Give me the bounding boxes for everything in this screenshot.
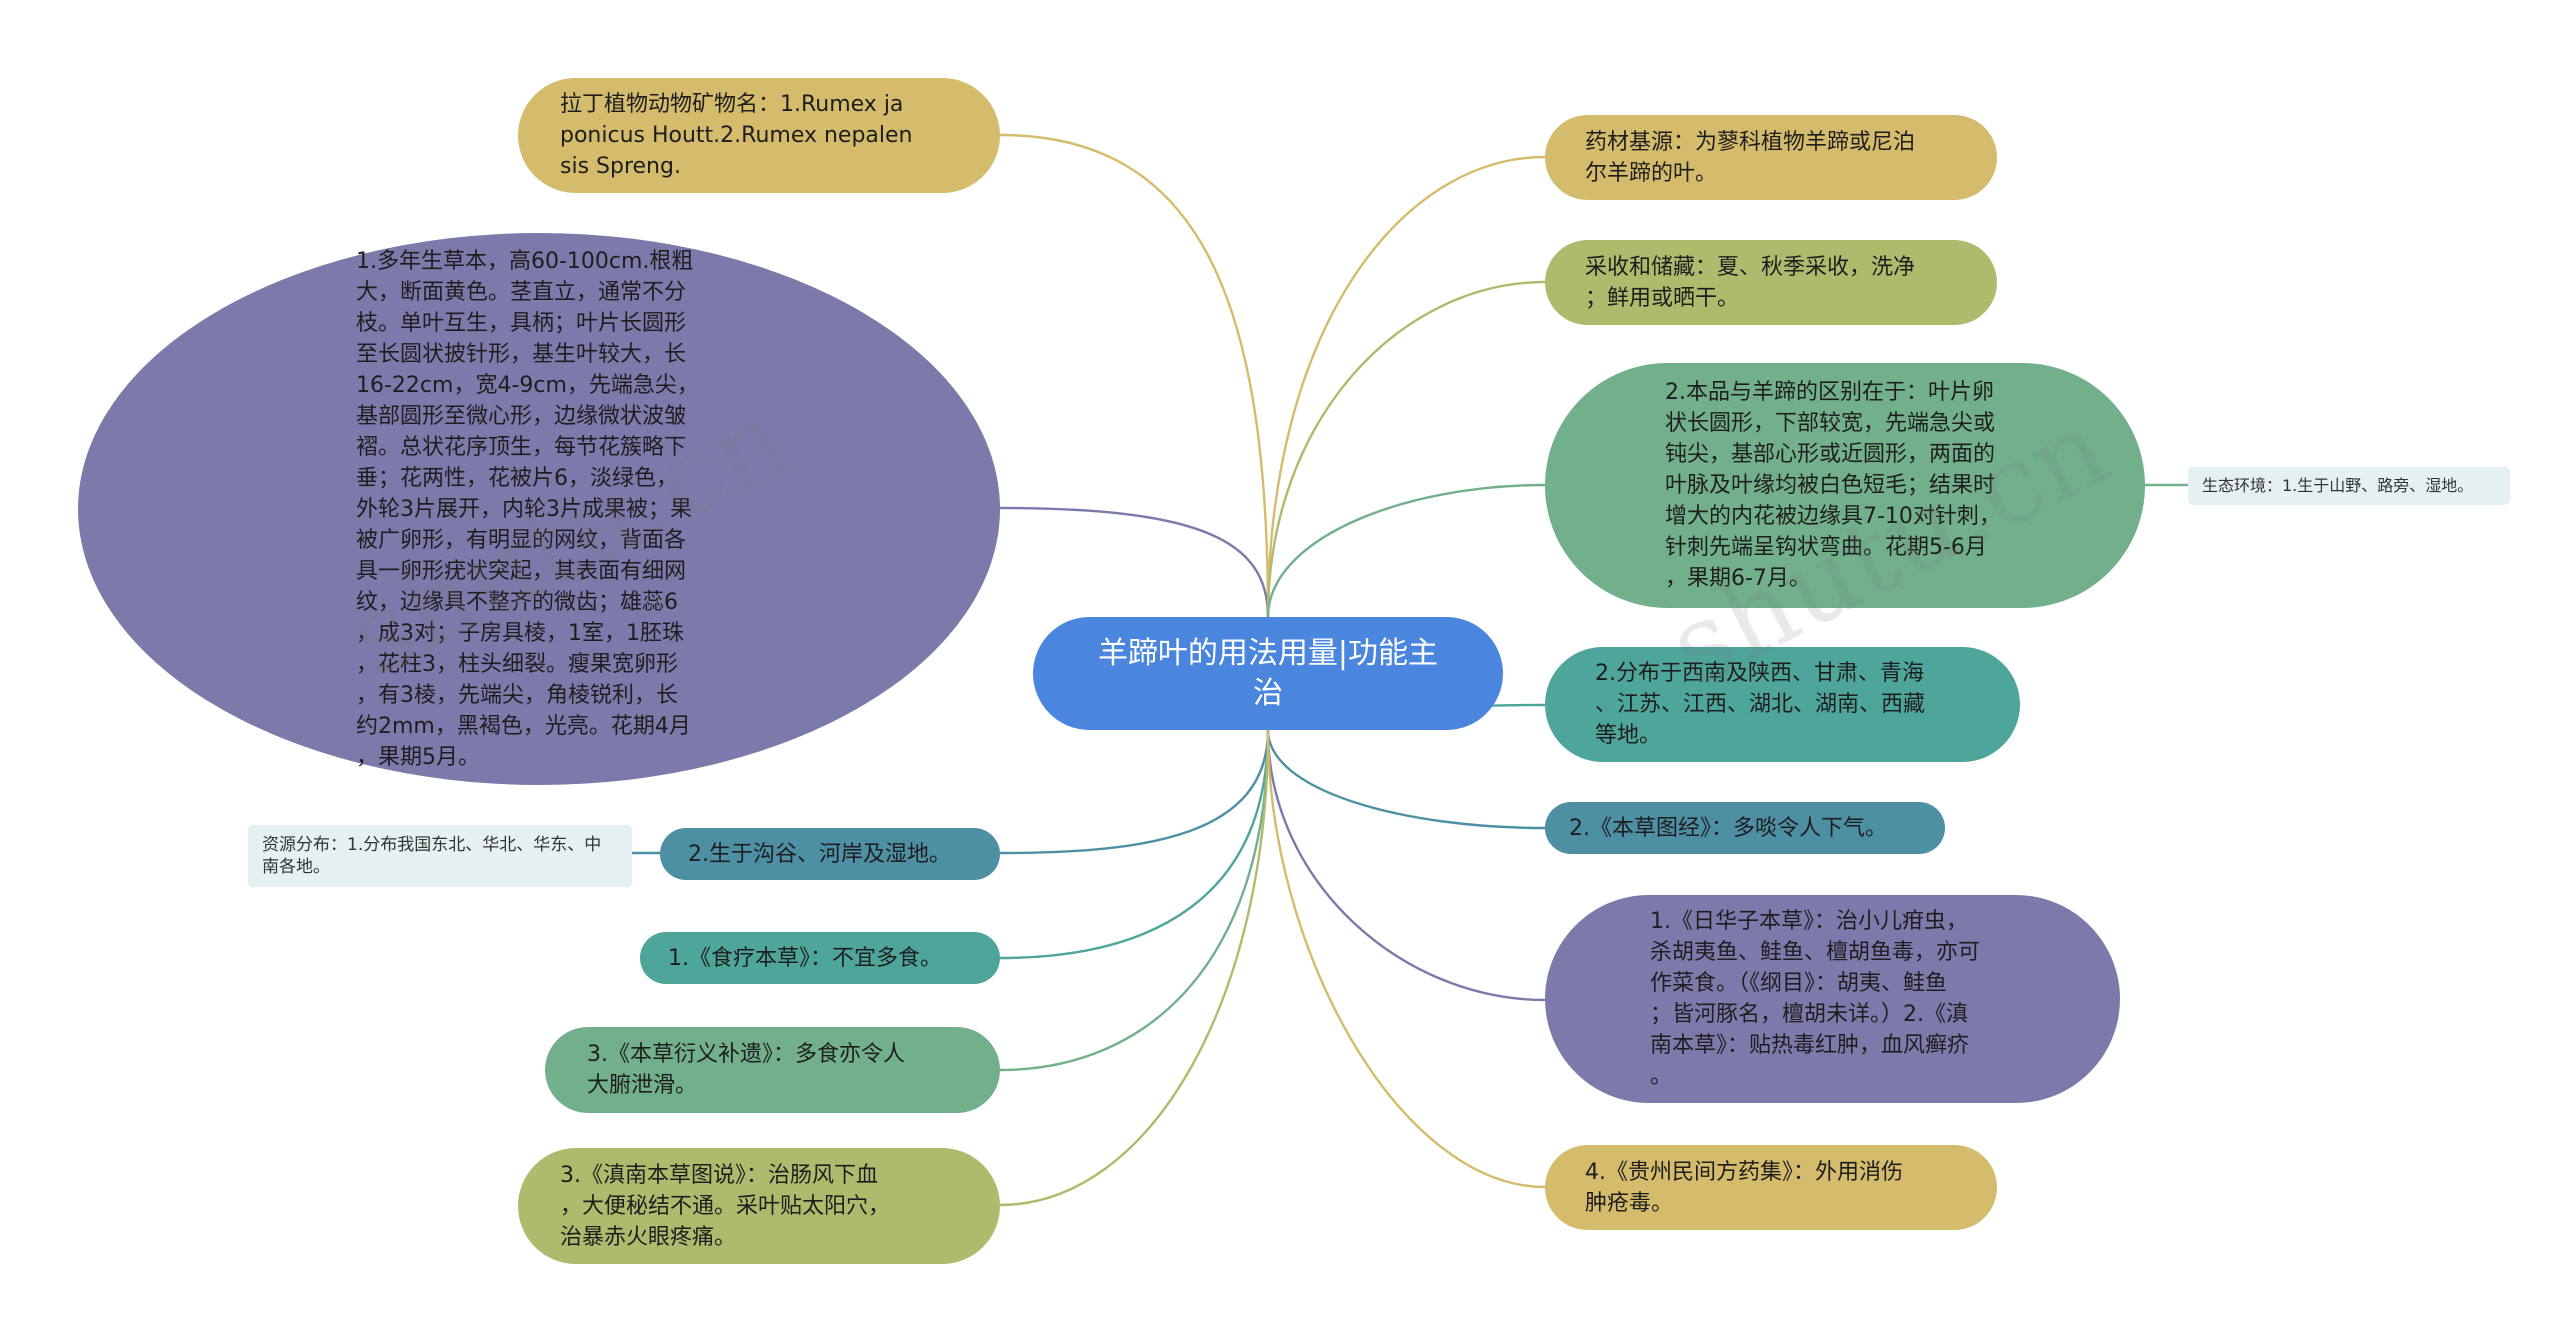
node-difference-text: 2.本品与羊蹄的区别在于：叶片卵 状长圆形，下部较宽，先端急尖或 钝尖，基部心形… xyxy=(1665,380,2001,591)
link-rihuazi xyxy=(1266,729,1546,1002)
node-herb-source[interactable]: 药材基源：为蓼科植物羊蹄或尼泊 尔羊蹄的叶。 xyxy=(1545,115,1997,200)
node-bencao-tujing[interactable]: 2.《本草图经》：多啖令人下气。 xyxy=(1545,802,1945,854)
node-distribution-text: 2.分布于西南及陕西、甘肃、青海 、江苏、江西、湖北、湖南、西藏 等地。 xyxy=(1595,661,1926,748)
central-topic[interactable]: 羊蹄叶的用法用量|功能主 治 xyxy=(1033,617,1503,730)
link-tujing xyxy=(1266,729,1546,830)
node-diannan-tushuo-text: 3.《滇南本草图说》：治肠风下血 ，大便秘结不通。采叶贴太阳穴， 治暴赤火眼疼痛… xyxy=(560,1162,891,1250)
node-bencao-yanyi[interactable]: 3.《本草衍义补遗》：多食亦令人 大腑泄滑。 xyxy=(545,1027,1000,1113)
node-shiliao-bencao[interactable]: 1.《食疗本草》：不宜多食。 xyxy=(640,932,1000,984)
node-morphology[interactable]: 1.多年生草本，高60-100cm.根粗 大，断面黄色。茎直立，通常不分 枝。单… xyxy=(78,233,1000,785)
node-guizhou-fangyao-text: 4.《贵州民间方药集》：外用消伤 肿疮毒。 xyxy=(1585,1159,1903,1216)
node-habitat[interactable]: 2.生于沟谷、河岸及湿地。 xyxy=(660,828,1000,880)
node-latin-name[interactable]: 拉丁植物动物矿物名：1.Rumex ja ponicus Houtt.2.Rum… xyxy=(518,78,1000,193)
node-bencao-yanyi-text: 3.《本草衍义补遗》：多食亦令人 大腑泄滑。 xyxy=(587,1042,905,1098)
link-difference xyxy=(1266,483,1546,618)
node-bencao-tujing-text: 2.《本草图经》：多啖令人下气。 xyxy=(1569,815,1887,841)
node-latin-name-text: 拉丁植物动物矿物名：1.Rumex ja ponicus Houtt.2.Rum… xyxy=(560,92,913,179)
node-habitat-text: 2.生于沟谷、河岸及湿地。 xyxy=(688,841,951,867)
link-yanyi xyxy=(999,729,1270,1072)
link-shiliao xyxy=(999,729,1270,960)
node-harvest-storage-text: 采收和储藏：夏、秋季采收，洗净 ；鲜用或晒干。 xyxy=(1585,254,1916,311)
node-difference[interactable]: 2.本品与羊蹄的区别在于：叶片卵 状长圆形，下部较宽，先端急尖或 钝尖，基部心形… xyxy=(1545,363,2145,608)
node-guizhou-fangyao[interactable]: 4.《贵州民间方药集》：外用消伤 肿疮毒。 xyxy=(1545,1145,1997,1230)
central-topic-text: 羊蹄叶的用法用量|功能主 治 xyxy=(1097,635,1439,711)
node-rihuazi-bencao[interactable]: 1.《日华子本草》：治小儿疳虫， 杀胡夷鱼、鲑鱼、檀胡鱼毒，亦可 作菜食。（《纲… xyxy=(1545,895,2120,1103)
leaf-ecological-environment[interactable]: 生态环境：1.生于山野、路旁、湿地。 xyxy=(2188,467,2510,505)
node-morphology-text: 1.多年生草本，高60-100cm.根粗 大，断面黄色。茎直立，通常不分 枝。单… xyxy=(356,248,699,770)
node-rihuazi-bencao-text: 1.《日华子本草》：治小儿疳虫， 杀胡夷鱼、鲑鱼、檀胡鱼毒，亦可 作菜食。（《纲… xyxy=(1650,909,1981,1089)
link-source xyxy=(1266,155,1546,618)
link-habitat xyxy=(999,729,1270,855)
node-harvest-storage[interactable]: 采收和储藏：夏、秋季采收，洗净 ；鲜用或晒干。 xyxy=(1545,240,1997,325)
node-shiliao-bencao-text: 1.《食疗本草》：不宜多食。 xyxy=(668,945,942,971)
node-distribution[interactable]: 2.分布于西南及陕西、甘肃、青海 、江苏、江西、湖北、湖南、西藏 等地。 xyxy=(1545,647,2020,762)
leaf-resource-distribution[interactable]: 资源分布：1.分布我国东北、华北、华东、中 南各地。 xyxy=(248,825,632,887)
link-morphology xyxy=(999,506,1270,618)
link-diannan-tushuo xyxy=(999,729,1270,1207)
node-diannan-tushuo[interactable]: 3.《滇南本草图说》：治肠风下血 ，大便秘结不通。采叶贴太阳穴， 治暴赤火眼疼痛… xyxy=(518,1148,1000,1264)
leaf-resource-distribution-text: 资源分布：1.分布我国东北、华北、华东、中 南各地。 xyxy=(262,835,602,877)
node-herb-source-text: 药材基源：为蓼科植物羊蹄或尼泊 尔羊蹄的叶。 xyxy=(1585,129,1916,186)
leaf-ecological-environment-text: 生态环境：1.生于山野、路旁、湿地。 xyxy=(2202,476,2474,495)
link-latin-name xyxy=(999,133,1270,618)
link-harvest xyxy=(1266,280,1546,618)
link-guizhou xyxy=(1266,729,1546,1189)
